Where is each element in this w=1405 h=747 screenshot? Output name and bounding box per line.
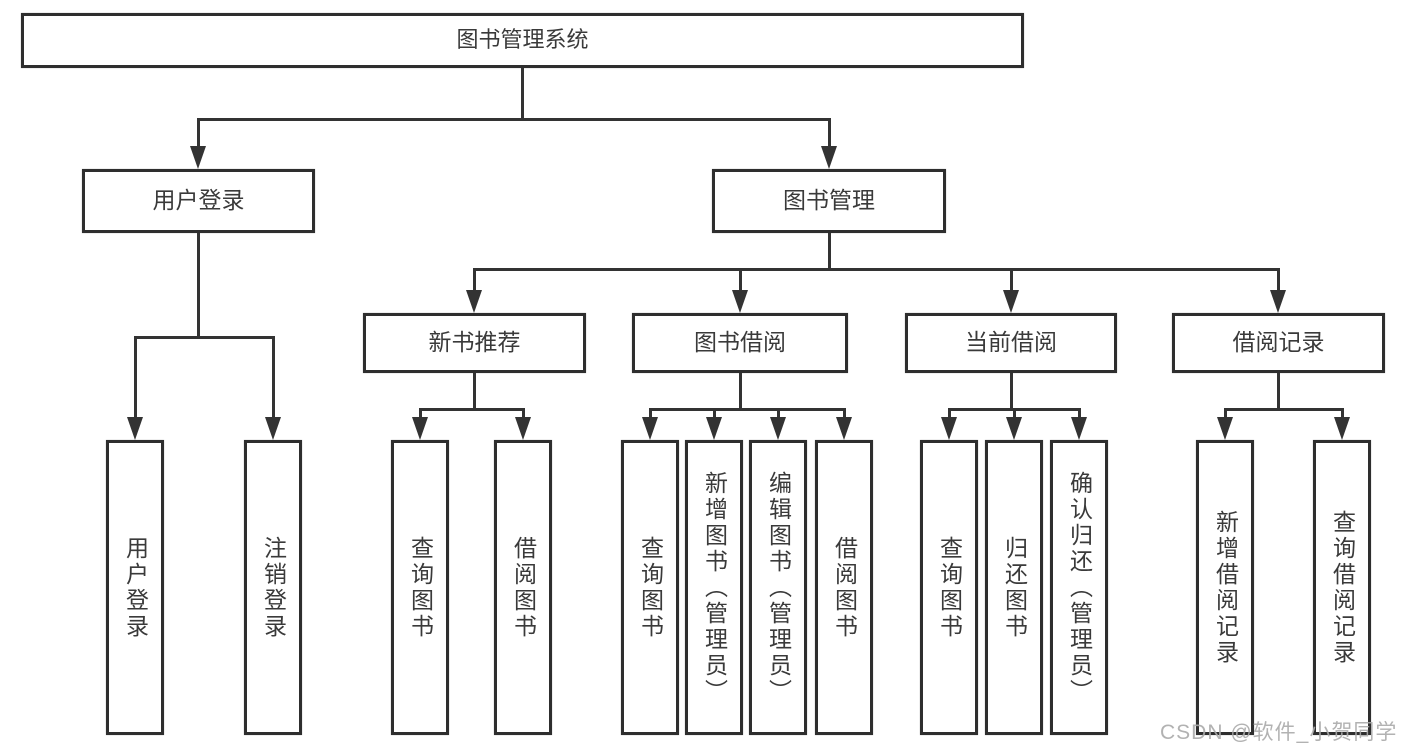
- arrowhead-down-icon: [1270, 290, 1286, 313]
- connector-line: [777, 408, 780, 420]
- leaf-query-books: 查询图书: [621, 440, 679, 735]
- arrowhead-down-icon: [1071, 417, 1087, 440]
- connector-line: [739, 268, 742, 293]
- connector-line: [649, 408, 846, 411]
- arrowhead-down-icon: [706, 417, 722, 440]
- node-current-borrowing: 当前借阅: [905, 313, 1117, 373]
- leaf-label: 查询图书: [637, 535, 664, 640]
- connector-line: [419, 408, 422, 420]
- leaf-add-books-admin: 新增图书（管理员）: [685, 440, 743, 735]
- arrowhead-down-icon: [1334, 417, 1350, 440]
- node-book-management-branch: 图书管理: [712, 169, 946, 233]
- node-library-management-system: 图书管理系统: [21, 13, 1024, 68]
- connector-line: [739, 373, 742, 408]
- arrowhead-down-icon: [770, 417, 786, 440]
- connector-line: [522, 408, 525, 420]
- node-user-login-branch: 用户登录: [82, 169, 315, 233]
- connector-line: [649, 408, 652, 420]
- arrowhead-down-icon: [412, 417, 428, 440]
- connector-line: [473, 373, 476, 408]
- leaf-label: 借阅图书: [510, 535, 537, 640]
- arrowhead-down-icon: [836, 417, 852, 440]
- connector-line: [197, 233, 200, 336]
- connector-line: [1277, 268, 1280, 293]
- node-label: 图书管理: [783, 187, 875, 214]
- arrowhead-down-icon: [1003, 290, 1019, 313]
- arrowhead-down-icon: [642, 417, 658, 440]
- leaf-label: 查询借阅记录: [1329, 509, 1356, 666]
- watermark: CSDN @软件_小贺同学: [1160, 721, 1398, 744]
- leaf-label: 确认归还（管理员）: [1066, 470, 1093, 705]
- node-label: 用户登录: [152, 187, 245, 214]
- node-label: 借阅记录: [1232, 329, 1325, 356]
- connector-line: [134, 336, 275, 339]
- connector-line: [521, 68, 524, 120]
- leaf-confirm-return-admin: 确认归还（管理员）: [1050, 440, 1108, 735]
- node-label: 当前借阅: [965, 329, 1057, 356]
- leaf-label: 用户登录: [122, 535, 149, 640]
- leaf-logout: 注销登录: [244, 440, 302, 735]
- connector-line: [197, 118, 200, 150]
- node-label: 图书借阅: [694, 329, 786, 356]
- leaf-label: 查询图书: [407, 535, 434, 640]
- leaf-label: 查询图书: [936, 535, 963, 640]
- leaf-query-books: 查询图书: [391, 440, 449, 735]
- leaf-return-books: 归还图书: [985, 440, 1043, 735]
- connector-line: [1078, 408, 1081, 420]
- connector-line: [948, 408, 951, 420]
- connector-line: [134, 336, 137, 420]
- connector-line: [843, 408, 846, 420]
- connector-line: [1224, 408, 1227, 420]
- arrowhead-down-icon: [466, 290, 482, 313]
- connector-line: [828, 118, 831, 150]
- arrowhead-down-icon: [265, 417, 281, 440]
- connector-line: [473, 268, 476, 293]
- connector-line: [272, 336, 275, 420]
- connector-line: [1010, 373, 1013, 408]
- leaf-label: 注销登录: [260, 535, 287, 640]
- connector-line: [1013, 408, 1016, 420]
- node-label: 图书管理系统: [456, 27, 589, 53]
- leaf-query-books: 查询图书: [920, 440, 978, 735]
- arrowhead-down-icon: [127, 417, 143, 440]
- arrowhead-down-icon: [941, 417, 957, 440]
- connector-line: [1341, 408, 1344, 420]
- arrowhead-down-icon: [821, 146, 837, 169]
- arrowhead-down-icon: [1006, 417, 1022, 440]
- arrowhead-down-icon: [1217, 417, 1233, 440]
- connector-line: [713, 408, 716, 420]
- arrowhead-down-icon: [515, 417, 531, 440]
- leaf-query-borrow-record: 查询借阅记录: [1313, 440, 1371, 735]
- leaf-borrow-books: 借阅图书: [815, 440, 873, 735]
- node-new-book-recommendation: 新书推荐: [363, 313, 586, 373]
- node-borrowing-records: 借阅记录: [1172, 313, 1385, 373]
- arrowhead-down-icon: [190, 146, 206, 169]
- connector-line: [473, 268, 1280, 271]
- leaf-borrow-books: 借阅图书: [494, 440, 552, 735]
- node-book-borrowing: 图书借阅: [632, 313, 848, 373]
- leaf-label: 借阅图书: [831, 535, 858, 640]
- leaf-add-borrow-record: 新增借阅记录: [1196, 440, 1254, 735]
- leaf-label: 归还图书: [1001, 535, 1028, 640]
- node-label: 新书推荐: [428, 329, 521, 356]
- connector-line: [828, 233, 831, 268]
- connector-line: [419, 408, 525, 411]
- connector-line: [1010, 268, 1013, 293]
- connector-line: [1277, 373, 1280, 408]
- arrowhead-down-icon: [732, 290, 748, 313]
- leaf-label: 编辑图书（管理员）: [765, 470, 792, 705]
- leaf-label: 新增图书（管理员）: [701, 470, 728, 705]
- leaf-user-login: 用户登录: [106, 440, 164, 735]
- leaf-label: 新增借阅记录: [1212, 509, 1239, 666]
- connector-line: [1224, 408, 1344, 411]
- leaf-edit-books-admin: 编辑图书（管理员）: [749, 440, 807, 735]
- connector-line: [197, 118, 831, 121]
